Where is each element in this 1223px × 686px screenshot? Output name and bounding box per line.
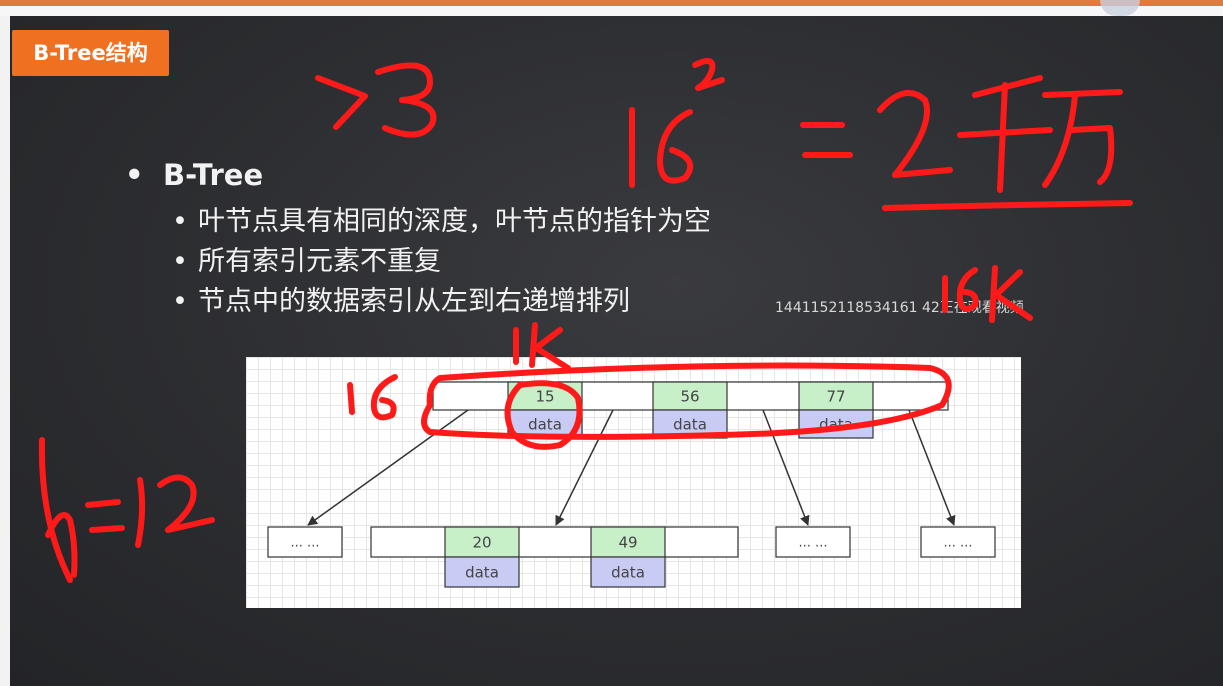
bullet-glyph: •: [125, 158, 144, 192]
root-key-label: 15: [535, 388, 554, 406]
bullet-main: • B-Tree: [125, 158, 263, 192]
btree-svg: 15 data 56 data 77 data ... ... ... ... ... ... 2…: [267, 381, 996, 588]
viewer-watermark: 1441152118534161 42正在观看视频: [775, 300, 1024, 316]
pointer-arrow: [307, 409, 469, 526]
child-key-label: 49: [618, 534, 637, 552]
root-key-label: 77: [826, 388, 845, 406]
sub-bullet: • 节点中的数据索引从左到右递增排列: [172, 279, 630, 318]
root-data-label: data: [528, 416, 562, 434]
sub-bullet-text: 所有索引元素不重复: [198, 246, 441, 277]
root-data-label: data: [673, 416, 707, 434]
root-data-label: data: [819, 416, 853, 434]
leaf-node: [920, 526, 996, 558]
child-data-cell: [444, 556, 520, 588]
sub-bullet: • 叶节点具有相同的深度，叶节点的指针为空: [172, 199, 711, 238]
leaf-placeholder: ... ...: [799, 536, 828, 551]
root-key-label: 56: [680, 388, 699, 406]
bullet-main-text: B-Tree: [163, 158, 264, 192]
sub-bullet-text: 叶节点具有相同的深度，叶节点的指针为空: [198, 206, 711, 237]
child-node-middle: [370, 526, 739, 558]
child-key-cell: [444, 526, 520, 558]
child-data-label: data: [611, 564, 645, 582]
leaf-placeholder: ... ...: [291, 536, 320, 551]
child-key-label: 20: [472, 534, 491, 552]
pointer-arrow: [908, 409, 956, 526]
window-top-bar: [0, 6, 1223, 16]
bullet-glyph: •: [172, 206, 188, 237]
child-key-cell: [590, 526, 666, 558]
avatar: [1100, 0, 1140, 16]
slide-title: B-Tree结构: [12, 30, 169, 76]
window-top-strip: [0, 0, 1223, 6]
sub-bullet: • 所有索引元素不重复: [172, 239, 441, 278]
child-data-label: data: [465, 564, 499, 582]
leaf-node: [267, 526, 343, 558]
sub-bullet-text: 节点中的数据索引从左到右递增排列: [198, 286, 630, 317]
leaf-node: [775, 526, 851, 558]
bullet-glyph: •: [172, 286, 188, 317]
leaf-placeholder: ... ...: [944, 536, 973, 551]
bullet-glyph: •: [172, 246, 188, 277]
child-data-cell: [590, 556, 666, 588]
btree-diagram: 15 data 56 data 77 data ... ... ... ... ... ... 2…: [246, 357, 1021, 608]
